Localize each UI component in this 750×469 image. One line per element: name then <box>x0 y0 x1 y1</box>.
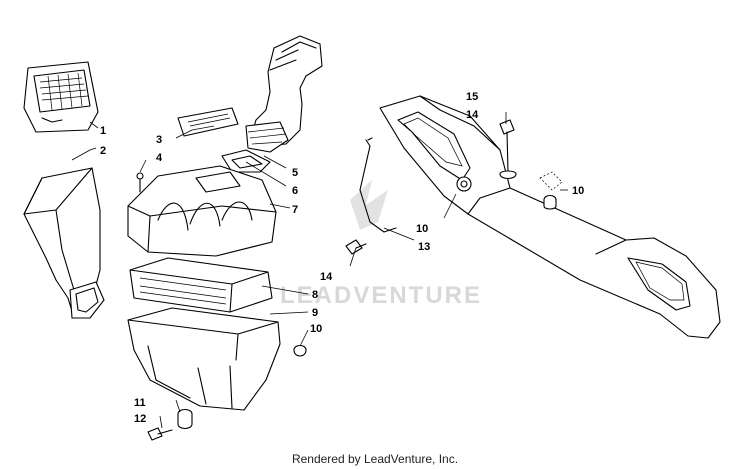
callout-15: 15 <box>466 91 478 103</box>
part-bolt-lower[interactable] <box>345 239 367 255</box>
part-intake-duct[interactable] <box>23 167 105 319</box>
part-screw-small[interactable] <box>136 172 144 193</box>
part-grommet-screw[interactable] <box>147 408 193 441</box>
callout-11: 11 <box>134 397 146 409</box>
callout-14-lower: 14 <box>320 271 333 283</box>
callout-6: 6 <box>292 185 298 197</box>
part-bracket-duct[interactable] <box>379 95 721 339</box>
callout-8: 8 <box>312 289 318 301</box>
callout-7: 7 <box>292 204 298 216</box>
watermark-text: LEADVENTURE <box>280 282 482 309</box>
watermark: LEADVENTURE <box>280 180 482 309</box>
part-air-filter[interactable] <box>129 257 273 313</box>
part-airbox-base[interactable] <box>127 307 307 411</box>
part-nut-right[interactable] <box>539 171 563 210</box>
leader-lines <box>71 112 568 429</box>
part-airbox-cover[interactable] <box>127 165 277 257</box>
callout-12: 12 <box>134 413 146 425</box>
callout-13: 13 <box>418 241 430 253</box>
callout-3: 3 <box>156 134 162 146</box>
callout-10-right: 10 <box>572 185 584 197</box>
callout-2: 2 <box>100 145 106 157</box>
part-intake-boot[interactable] <box>245 35 323 153</box>
callout-14-upper: 14 <box>466 109 479 121</box>
part-bolt-upper[interactable] <box>499 119 517 180</box>
callout-5: 5 <box>292 167 298 179</box>
callout-4: 4 <box>156 152 163 164</box>
callout-10-left: 10 <box>310 323 322 335</box>
callout-10-center: 10 <box>416 223 428 235</box>
part-screen-cover[interactable] <box>23 61 99 133</box>
render-credit: Rendered by LeadVenture, Inc. <box>291 452 459 466</box>
callout-9: 9 <box>312 307 318 319</box>
part-decal-label[interactable] <box>177 107 239 137</box>
callout-1: 1 <box>100 125 106 137</box>
part-support-rod[interactable] <box>359 137 397 233</box>
callout-labels: 1 2 3 4 5 6 7 8 9 10 10 10 11 12 13 14 1… <box>100 91 584 425</box>
